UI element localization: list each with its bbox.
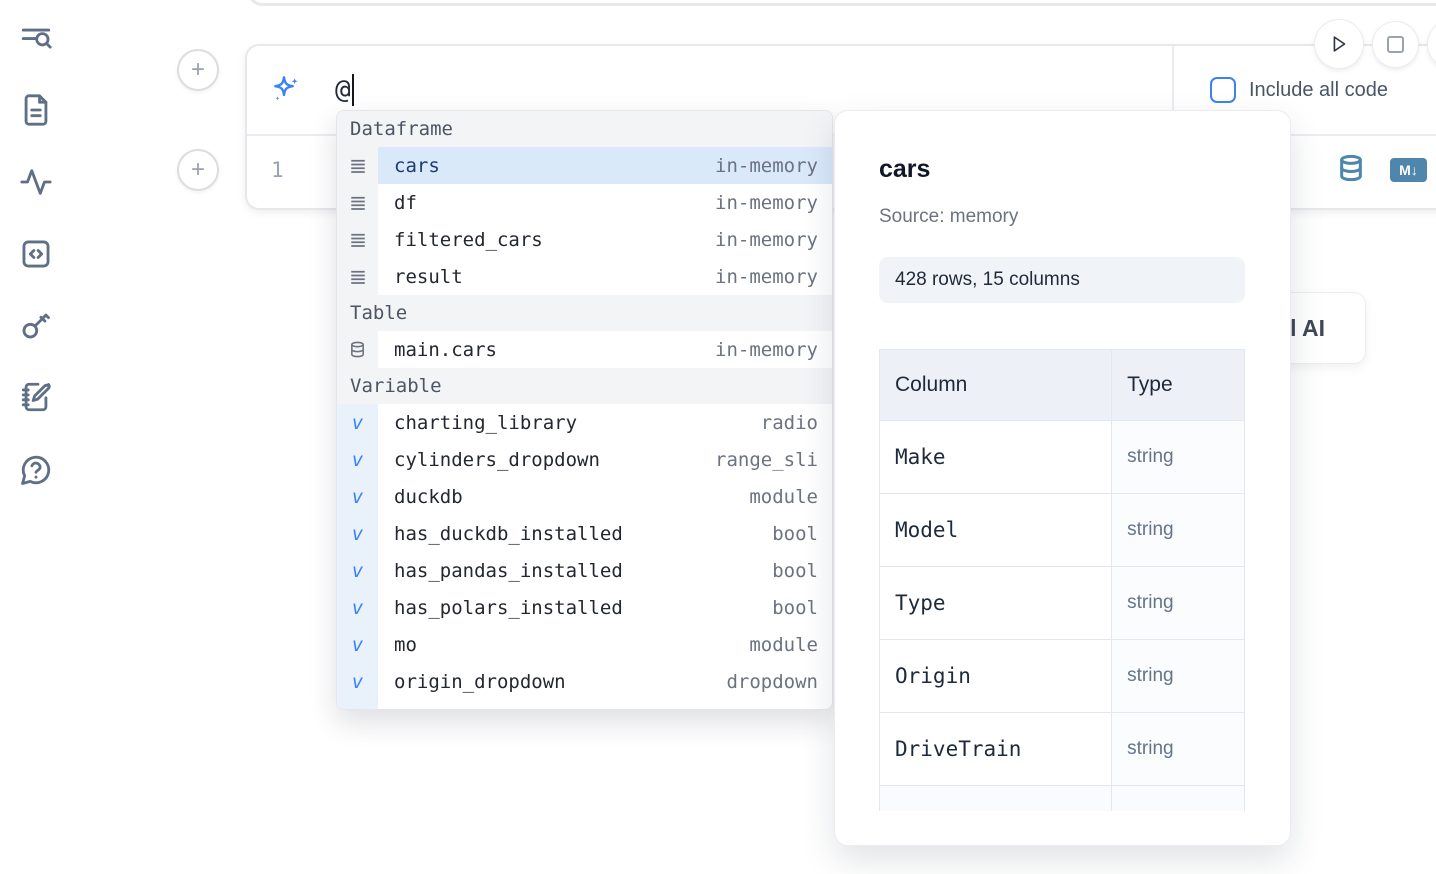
variable-icon: v bbox=[337, 441, 378, 478]
sparkles-icon bbox=[274, 76, 298, 101]
section-header-dataframe: Dataframe bbox=[337, 111, 832, 147]
schema-table-wrap: Column Type Make string Model string Typ… bbox=[879, 349, 1245, 811]
run-cell-button[interactable] bbox=[1315, 20, 1363, 68]
scratchpad-icon[interactable] bbox=[19, 380, 53, 414]
table-row: Type string bbox=[879, 566, 1245, 640]
schema-header-type: Type bbox=[1111, 349, 1245, 421]
table-row: Model string bbox=[879, 493, 1245, 567]
line-number: 1 bbox=[271, 158, 284, 182]
variable-icon: v bbox=[337, 626, 378, 663]
table-row: DriveTrain string bbox=[879, 712, 1245, 786]
schema-table: Column Type Make string Model string Typ… bbox=[879, 349, 1245, 811]
generate-ai-label: l AI bbox=[1290, 314, 1325, 341]
code-editor-row[interactable]: 1 M↓ bbox=[247, 138, 1436, 210]
sidebar bbox=[0, 0, 72, 874]
add-cell-below-button[interactable]: + bbox=[177, 149, 219, 191]
stop-icon bbox=[1387, 36, 1404, 53]
preview-title: cars bbox=[879, 155, 931, 183]
datasource-icon[interactable] bbox=[1337, 154, 1365, 182]
schema-header-row: Column Type bbox=[879, 349, 1245, 421]
shape-badge: 428 rows, 15 columns bbox=[879, 257, 1245, 303]
variable-icon: v bbox=[337, 404, 378, 441]
include-all-code-label: Include all code bbox=[1249, 78, 1388, 101]
include-all-code-checkbox[interactable] bbox=[1210, 77, 1236, 103]
dataframe-icon bbox=[337, 258, 378, 295]
variable-icon: v bbox=[337, 478, 378, 515]
variable-icon: v bbox=[337, 589, 378, 626]
snippets-code-icon[interactable] bbox=[19, 237, 53, 271]
table-row: Make string bbox=[879, 420, 1245, 494]
schema-header-column: Column bbox=[879, 349, 1113, 421]
variable-icon: v bbox=[337, 552, 378, 589]
text-cursor bbox=[351, 74, 354, 106]
table-row-clipped bbox=[879, 785, 1245, 811]
variable-icon: v bbox=[337, 515, 378, 552]
dataframe-icon bbox=[337, 221, 378, 258]
section-header-table: Table bbox=[337, 295, 832, 331]
section-header-variable: Variable bbox=[337, 368, 832, 404]
activity-icon[interactable] bbox=[19, 165, 53, 199]
variable-icon: v bbox=[337, 663, 378, 700]
previous-cell-edge bbox=[248, 0, 1436, 6]
extra-action-button[interactable] bbox=[1428, 20, 1436, 68]
dataframe-preview-panel: cars Source: memory 428 rows, 15 columns… bbox=[834, 110, 1291, 846]
stop-button[interactable] bbox=[1373, 22, 1418, 67]
key-icon[interactable] bbox=[19, 308, 53, 342]
play-icon bbox=[1333, 36, 1346, 52]
variable-icon: v bbox=[337, 700, 378, 709]
dataframe-icon bbox=[337, 184, 378, 221]
markdown-convert-button[interactable]: M↓ bbox=[1390, 158, 1427, 182]
prompt-value: @ bbox=[335, 75, 351, 105]
add-cell-above-button[interactable]: + bbox=[177, 49, 219, 91]
ai-prompt-input[interactable]: @ bbox=[335, 74, 354, 106]
include-all-code-group: Include all code bbox=[1172, 46, 1436, 134]
preview-source: Source: memory bbox=[879, 206, 1019, 227]
table-db-icon bbox=[337, 331, 378, 368]
dataframe-icon bbox=[337, 147, 378, 184]
table-row: Origin string bbox=[879, 639, 1245, 713]
file-icon[interactable] bbox=[19, 93, 53, 127]
help-icon[interactable] bbox=[19, 453, 53, 487]
autocomplete-item-pd[interactable]: v pdmodule bbox=[337, 700, 832, 709]
toc-search-icon[interactable] bbox=[19, 23, 53, 57]
